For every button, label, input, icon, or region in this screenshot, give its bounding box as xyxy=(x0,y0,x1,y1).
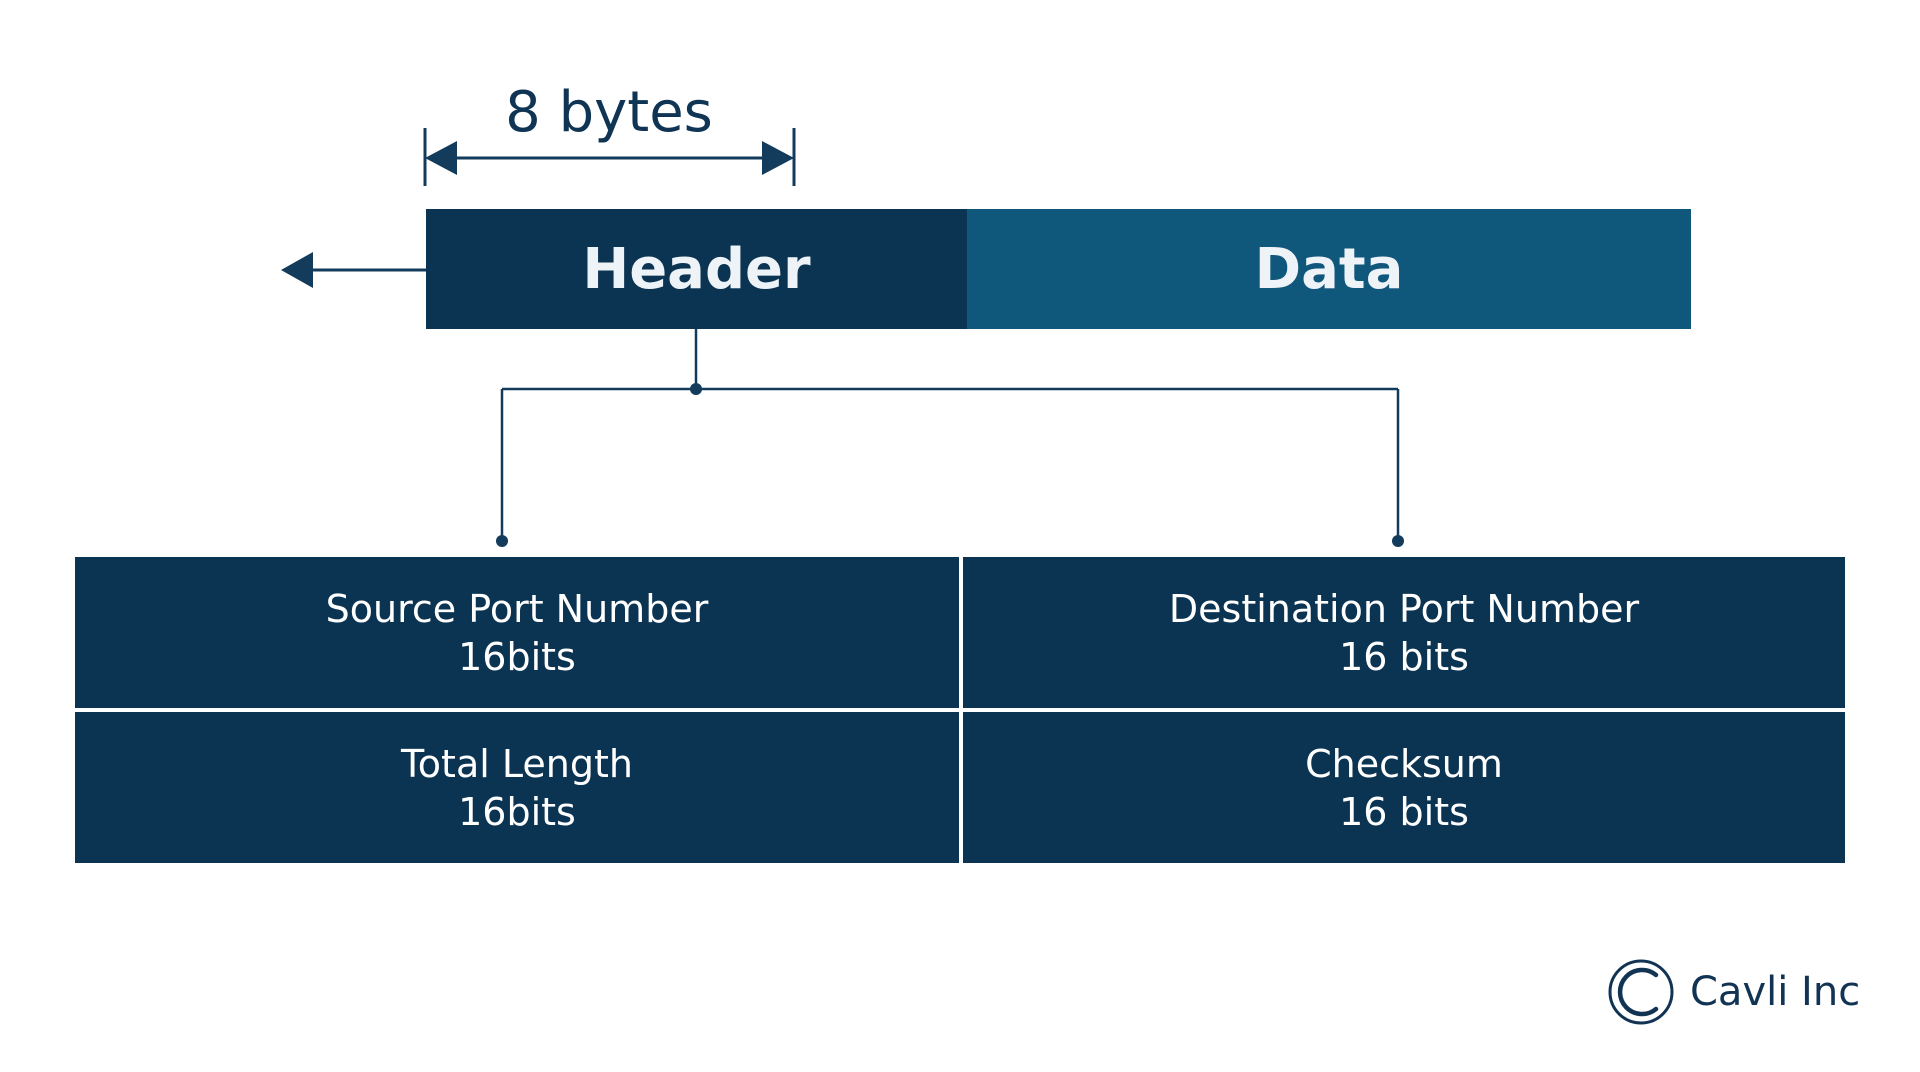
field-name: Source Port Number xyxy=(325,586,709,631)
header-label-text: Header xyxy=(582,236,811,302)
field-cell-checksum xyxy=(963,712,1845,863)
dimension-arrowhead-right xyxy=(762,141,794,175)
data-block xyxy=(967,209,1691,329)
field-size: 16bits xyxy=(458,634,576,679)
field-destination-port: Destination Port Number 16 bits xyxy=(963,557,1845,708)
logo-icon-spacer xyxy=(1608,958,1676,1026)
field-name: Total Length xyxy=(401,741,633,786)
data-label-text: Data xyxy=(1254,236,1404,302)
field-checksum: Checksum 16 bits xyxy=(963,712,1845,863)
field-size: 16bits xyxy=(458,789,576,834)
field-name: Checksum xyxy=(1305,741,1503,786)
connector-right-end-dot xyxy=(1392,535,1404,547)
field-cell-destination-port xyxy=(963,557,1845,708)
data-label: Data xyxy=(967,209,1691,329)
field-source-port: Source Port Number 16bits xyxy=(75,557,959,708)
connector-junction-dot xyxy=(690,383,702,395)
company-logo: Cavli Inc xyxy=(1608,958,1860,1026)
header-block xyxy=(426,209,967,329)
connector-left-end-dot xyxy=(496,535,508,547)
field-cell-source-port xyxy=(75,557,959,708)
header-size-label: 8 bytes xyxy=(505,80,713,145)
field-total-length: Total Length 16bits xyxy=(75,712,959,863)
field-name: Destination Port Number xyxy=(1168,586,1640,631)
direction-arrow-icon xyxy=(281,252,313,288)
dimension-arrowhead-left xyxy=(425,141,457,175)
field-size: 16 bits xyxy=(1339,789,1469,834)
field-cell-total-length xyxy=(75,712,959,863)
header-label: Header xyxy=(426,209,967,329)
cavli-logo-icon xyxy=(1608,959,1674,1025)
logo-text: Cavli Inc xyxy=(1690,969,1861,1015)
field-size: 16 bits xyxy=(1339,634,1469,679)
